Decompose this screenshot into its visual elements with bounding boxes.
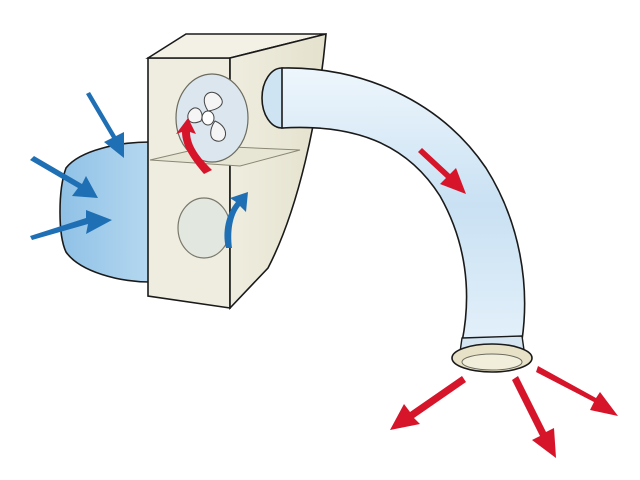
intake-arrow xyxy=(86,92,124,158)
outlet-flange-inner xyxy=(461,353,523,371)
duct-flow-arrow xyxy=(418,148,466,194)
flexible-duct xyxy=(281,67,526,343)
intake-filter xyxy=(59,141,151,283)
fan-icon xyxy=(187,91,226,142)
housing-lower-opening xyxy=(177,197,231,259)
intake-arrow xyxy=(30,210,112,240)
outlet-arrows xyxy=(390,366,618,458)
outlet-arrow xyxy=(536,366,618,416)
outlet-arrow xyxy=(512,376,556,458)
intake-arrow xyxy=(30,156,98,198)
outlet-arrow xyxy=(390,376,466,430)
intake-arrows xyxy=(30,92,124,240)
internal-airflow-arrow xyxy=(224,192,248,248)
fan-hub xyxy=(201,110,215,126)
fan-discharge-arrow xyxy=(176,118,212,174)
